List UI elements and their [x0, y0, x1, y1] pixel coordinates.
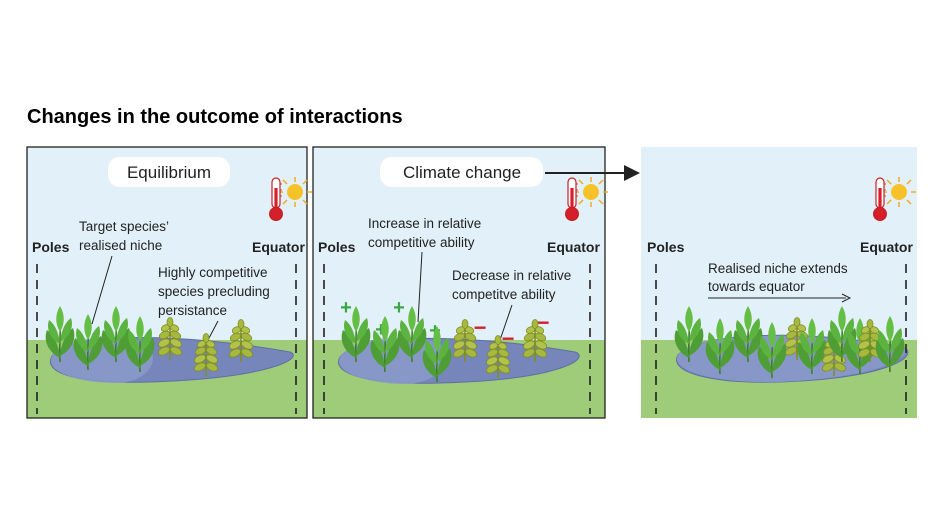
extends-arrowhead — [841, 293, 852, 303]
climate-change-badge — [380, 157, 543, 187]
sky — [641, 147, 917, 340]
poles-label: Poles — [318, 239, 356, 255]
plus-sign: + — [340, 297, 352, 319]
increase-pointer — [417, 251, 423, 323]
competitor-label-line2: species precluding — [158, 284, 270, 299]
equator-label: Equator — [252, 239, 305, 255]
equator-label: Equator — [860, 239, 913, 255]
plus-sign: + — [393, 297, 405, 319]
panel-outcome: Poles Equator Realised niche extends tow… — [641, 147, 917, 418]
transition-arrowhead — [624, 165, 640, 181]
competitor-pointer — [207, 320, 219, 341]
equilibrium-label: Equilibrium — [127, 163, 211, 182]
equator-label: Equator — [547, 239, 600, 255]
panel-climate-change: Climate change Poles Equator Increase in… — [312, 146, 609, 419]
poles-label: Poles — [32, 239, 70, 255]
panel-frame — [312, 146, 606, 419]
decrease-label-line1: Decrease in relative — [452, 268, 571, 283]
competitor-label-line1: Highly competitive — [158, 265, 268, 280]
equilibrium-badge — [108, 157, 230, 187]
plus-sign: + — [375, 319, 387, 341]
figure-title: Changes in the outcome of interactions — [27, 106, 403, 128]
competitor-label-line3: persistance — [158, 303, 227, 318]
extends-label-line2: towards equator — [708, 279, 805, 294]
decrease-pointer — [499, 304, 513, 341]
panel-frame — [26, 146, 308, 419]
extends-label-line1: Realised niche extends — [708, 261, 848, 276]
panel-equilibrium: Equilibrium Poles Equator Target species… — [26, 146, 313, 419]
increase-label-line1: Increase in relative — [368, 216, 481, 231]
poles-label: Poles — [647, 239, 685, 255]
decrease-label-line2: competitve ability — [452, 287, 556, 302]
increase-label-line2: competitive ability — [368, 235, 475, 250]
minus-sign: − — [474, 315, 487, 340]
niche-label-line1: Target species’ — [79, 219, 169, 234]
niche-label-line2: realised niche — [79, 238, 162, 253]
niche-pointer — [91, 255, 113, 325]
climate-change-label: Climate change — [403, 163, 521, 182]
